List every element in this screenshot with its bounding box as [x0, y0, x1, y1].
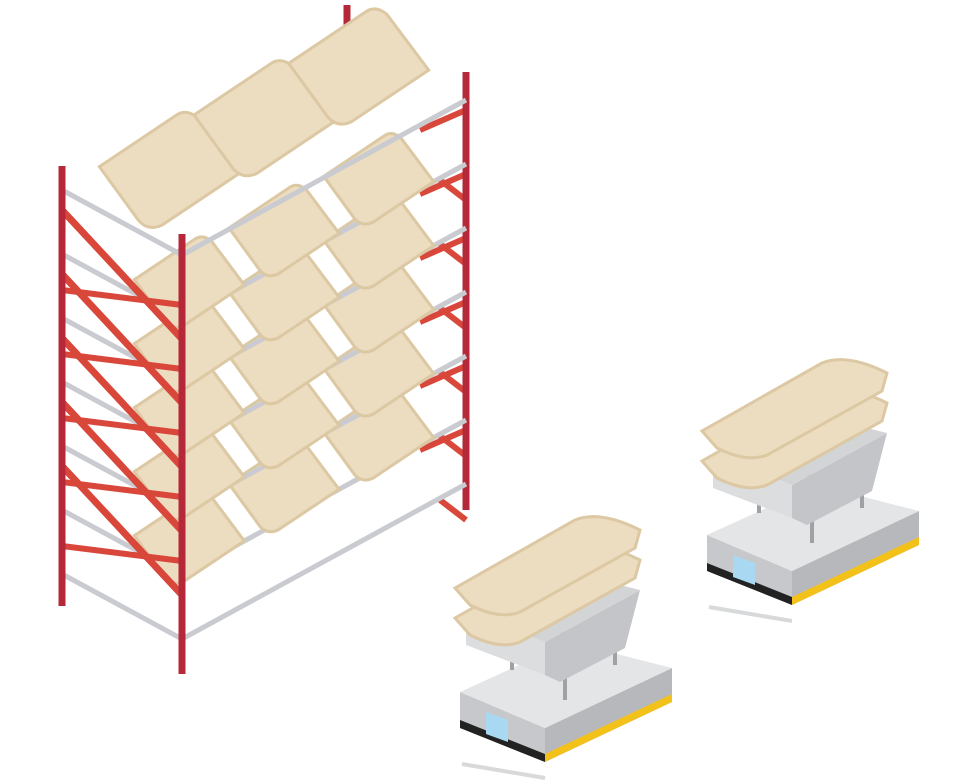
shelf-level [60, 260, 468, 457]
rack-brace-back [438, 497, 468, 523]
robot-stripe-black [460, 720, 545, 762]
agv-robot [699, 358, 919, 623]
rack-brace-diagonal [59, 335, 185, 470]
robot-window [733, 555, 755, 585]
hopper-right [545, 590, 640, 682]
shelf-level [60, 132, 468, 329]
robots [452, 358, 919, 780]
shelf-level [60, 7, 468, 258]
robot-shadow [461, 762, 546, 780]
shelf-level [60, 481, 468, 642]
bag [286, 7, 431, 126]
shelf-level [60, 196, 468, 393]
storage-rack [58, 5, 470, 674]
bag [452, 515, 642, 617]
rack-brace-back [418, 299, 468, 325]
robot-base-right-face [545, 668, 672, 762]
rack-brace-diagonal [59, 271, 185, 406]
rack-brace-diagonal [59, 463, 185, 598]
shelf-beam-side [60, 571, 184, 642]
rack-brace-diagonal [59, 207, 185, 342]
robot-window [486, 712, 508, 742]
bag [226, 183, 342, 278]
shelf-beam-front [180, 97, 468, 258]
robot-base-right-face [792, 511, 919, 605]
bag [321, 132, 436, 226]
rack-brace-back [418, 107, 468, 133]
rack-brace-back [418, 171, 468, 197]
bag [699, 358, 889, 460]
rack-brace-diagonal [59, 399, 185, 534]
robot-stripe-yellow [545, 694, 672, 762]
robot-shadow [708, 605, 793, 623]
rack-brace-back [418, 235, 468, 261]
rack-brace-back [418, 427, 468, 453]
hopper-right [792, 433, 887, 525]
shelf-beam-side [60, 187, 184, 258]
rack-brace-horizontal [61, 543, 183, 564]
agv-robot [452, 515, 672, 780]
rack-brace-back [418, 363, 468, 389]
robot-stripe-black [707, 563, 792, 605]
robot-stripe-yellow [792, 537, 919, 605]
shelf-level [60, 324, 468, 521]
shelf-beam-front [180, 481, 468, 642]
